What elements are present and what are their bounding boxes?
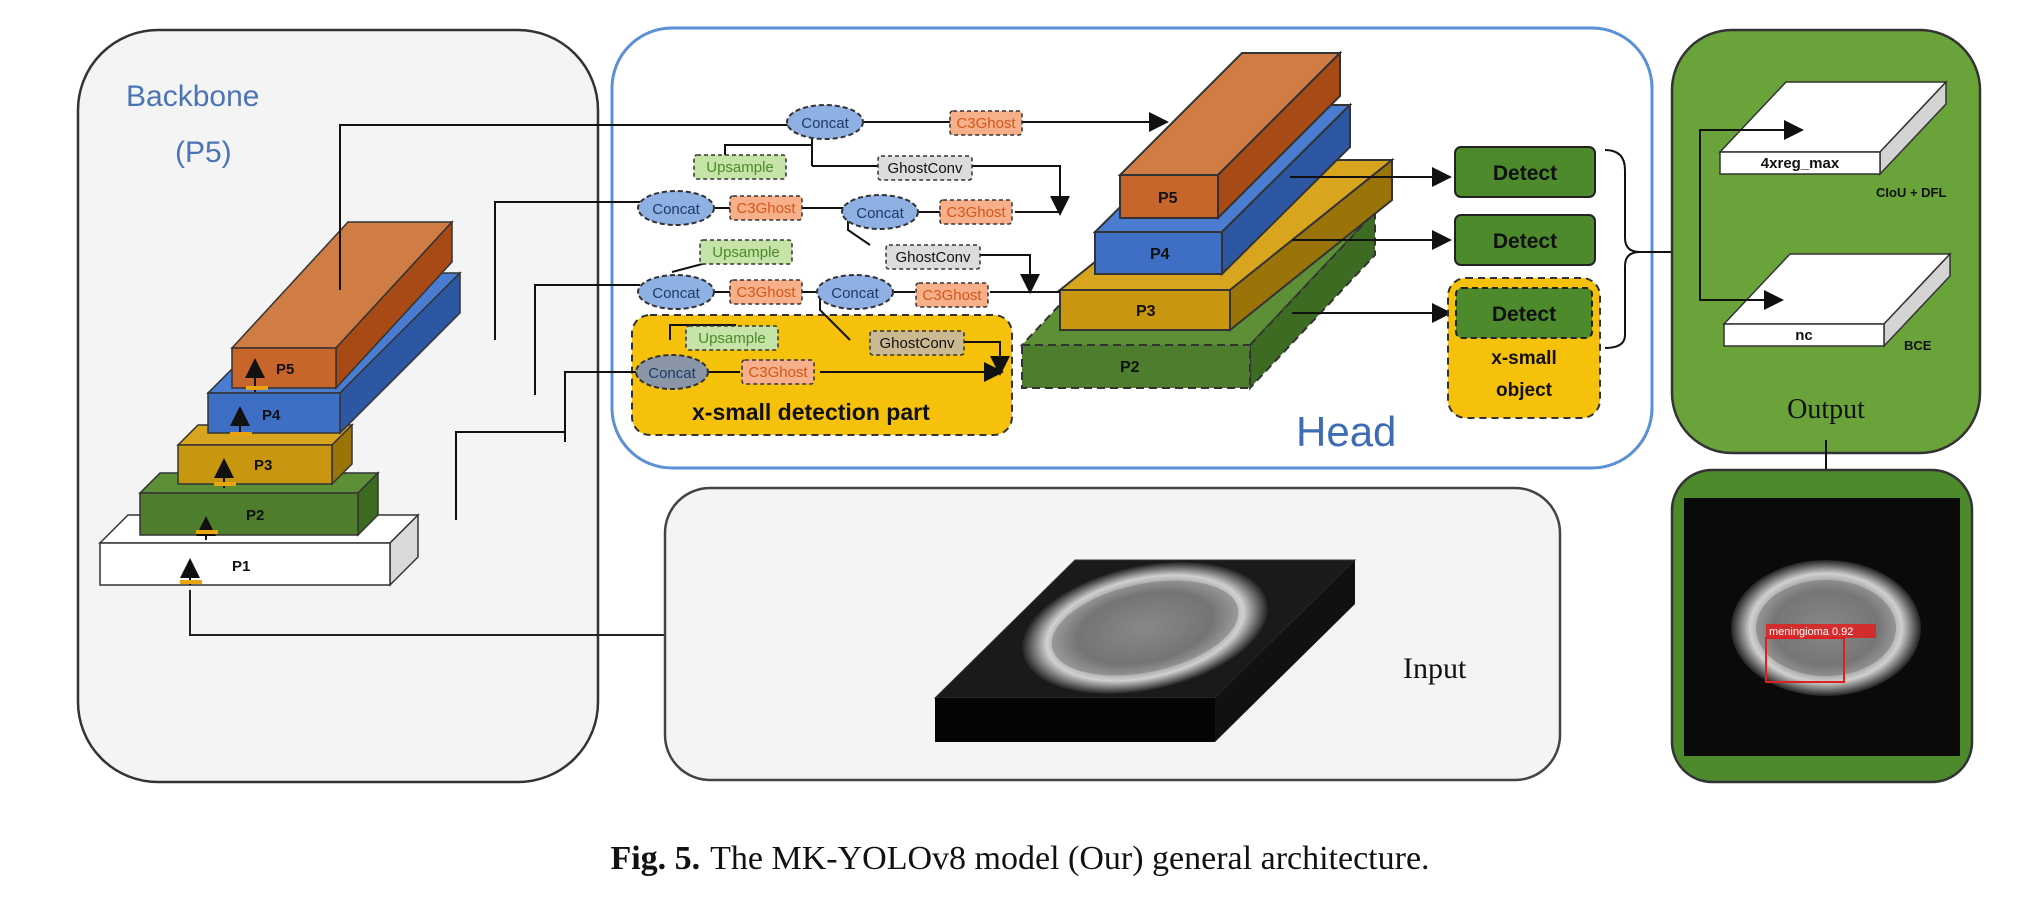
svg-text:GhostConv: GhostConv	[879, 335, 955, 352]
svg-text:Detect: Detect	[1493, 230, 1557, 253]
output-title: Output	[1787, 394, 1865, 425]
svg-text:Concat: Concat	[648, 365, 696, 382]
backbone-layer-p3: P3	[176, 423, 354, 486]
result-panel: meningioma 0.92	[1670, 468, 1974, 784]
figure-caption: Fig. 5.The MK-YOLOv8 model (Our) general…	[0, 840, 2040, 878]
figure-number: Fig. 5.	[610, 840, 701, 877]
svg-text:C3Ghost: C3Ghost	[748, 364, 808, 381]
backbone-subtitle: (P5)	[175, 136, 232, 169]
upsample-node: Upsample	[685, 325, 779, 351]
c3ghost-node: C3Ghost	[949, 110, 1023, 136]
c3ghost-node: C3Ghost	[915, 282, 989, 308]
xsmall-object-line1: x-small	[1491, 348, 1556, 369]
svg-text:GhostConv: GhostConv	[895, 249, 971, 266]
head-title: Head	[1296, 408, 1396, 455]
concat-node: Concat	[635, 354, 709, 390]
detection-label: meningioma 0.92	[1769, 626, 1853, 638]
input-panel: Input	[663, 486, 1562, 782]
concat-node: Concat	[841, 194, 919, 230]
architecture-diagram: Backbone (P5) P1 P2 P3 P4	[76, 26, 1982, 784]
svg-text:C3Ghost: C3Ghost	[946, 204, 1006, 221]
c3ghost-node: C3Ghost	[729, 279, 803, 305]
svg-text:GhostConv: GhostConv	[887, 160, 963, 177]
backbone-panel: Backbone (P5) P1 P2 P3 P4	[76, 28, 600, 784]
detect-box-p4: Detect	[1454, 214, 1596, 266]
svg-text:Detect: Detect	[1493, 162, 1557, 185]
input-title: Input	[1403, 652, 1467, 685]
input-mri-slab	[933, 559, 1357, 742]
detect-box-p2-label: Detect	[1492, 303, 1556, 326]
detect-box-p5: Detect	[1454, 146, 1596, 198]
backbone-layer-p5: P5	[230, 220, 454, 390]
concat-node: Concat	[637, 190, 715, 226]
concat-node: Concat	[786, 104, 864, 140]
output-cls-label: nc	[1795, 327, 1813, 344]
svg-text:Concat: Concat	[652, 201, 700, 218]
svg-text:C3Ghost: C3Ghost	[736, 284, 796, 301]
svg-text:Upsample: Upsample	[706, 159, 774, 176]
svg-text:Concat: Concat	[856, 205, 904, 222]
svg-text:Concat: Concat	[831, 285, 879, 302]
backbone-p5-label: P5	[276, 361, 294, 378]
upsample-node: Upsample	[699, 239, 793, 265]
detect-arrows	[1290, 167, 1452, 323]
ghostconv-node: GhostConv	[877, 155, 973, 181]
head-p4-label: P4	[1150, 246, 1170, 263]
xsmall-detection-label: x-small detection part	[692, 399, 930, 425]
output-reg-loss: CIoU + DFL	[1876, 185, 1946, 200]
svg-text:C3Ghost: C3Ghost	[956, 115, 1016, 132]
svg-text:C3Ghost: C3Ghost	[736, 200, 796, 217]
backbone-connector-marks	[180, 386, 268, 584]
c3ghost-node: C3Ghost	[729, 195, 803, 221]
head-layer-p5: P5	[1117, 50, 1343, 221]
backbone-p1-label: P1	[232, 558, 250, 575]
upsample-node: Upsample	[693, 154, 787, 180]
output-reg-label: 4xreg_max	[1761, 155, 1840, 172]
concat-node: Concat	[816, 274, 894, 310]
svg-text:Upsample: Upsample	[712, 244, 780, 261]
xsmall-object-line2: object	[1496, 380, 1553, 401]
ghostconv-node: GhostConv	[885, 244, 981, 270]
svg-text:Concat: Concat	[801, 115, 849, 132]
c3ghost-node: C3Ghost	[741, 359, 815, 385]
xsmall-object-box: Detect x-small object	[1447, 277, 1601, 419]
head-p2-label: P2	[1120, 359, 1140, 376]
c3ghost-node: C3Ghost	[939, 199, 1013, 225]
figure-caption-text: The MK-YOLOv8 model (Our) general archit…	[710, 840, 1430, 877]
ghostconv-node: GhostConv	[869, 330, 965, 356]
svg-text:C3Ghost: C3Ghost	[922, 287, 982, 304]
backbone-p2-label: P2	[246, 507, 264, 524]
backbone-title: Backbone	[126, 80, 259, 113]
svg-text:Concat: Concat	[652, 285, 700, 302]
svg-text:Upsample: Upsample	[698, 330, 766, 347]
head-p3-label: P3	[1136, 303, 1156, 320]
concat-node: Concat	[637, 274, 715, 310]
output-panel: 4xreg_max CIoU + DFL nc BCE Output	[1670, 28, 1982, 455]
output-cls-loss: BCE	[1904, 338, 1932, 353]
backbone-p3-label: P3	[254, 457, 272, 474]
backbone-p4-label: P4	[262, 407, 281, 424]
head-p5-label: P5	[1158, 190, 1178, 207]
